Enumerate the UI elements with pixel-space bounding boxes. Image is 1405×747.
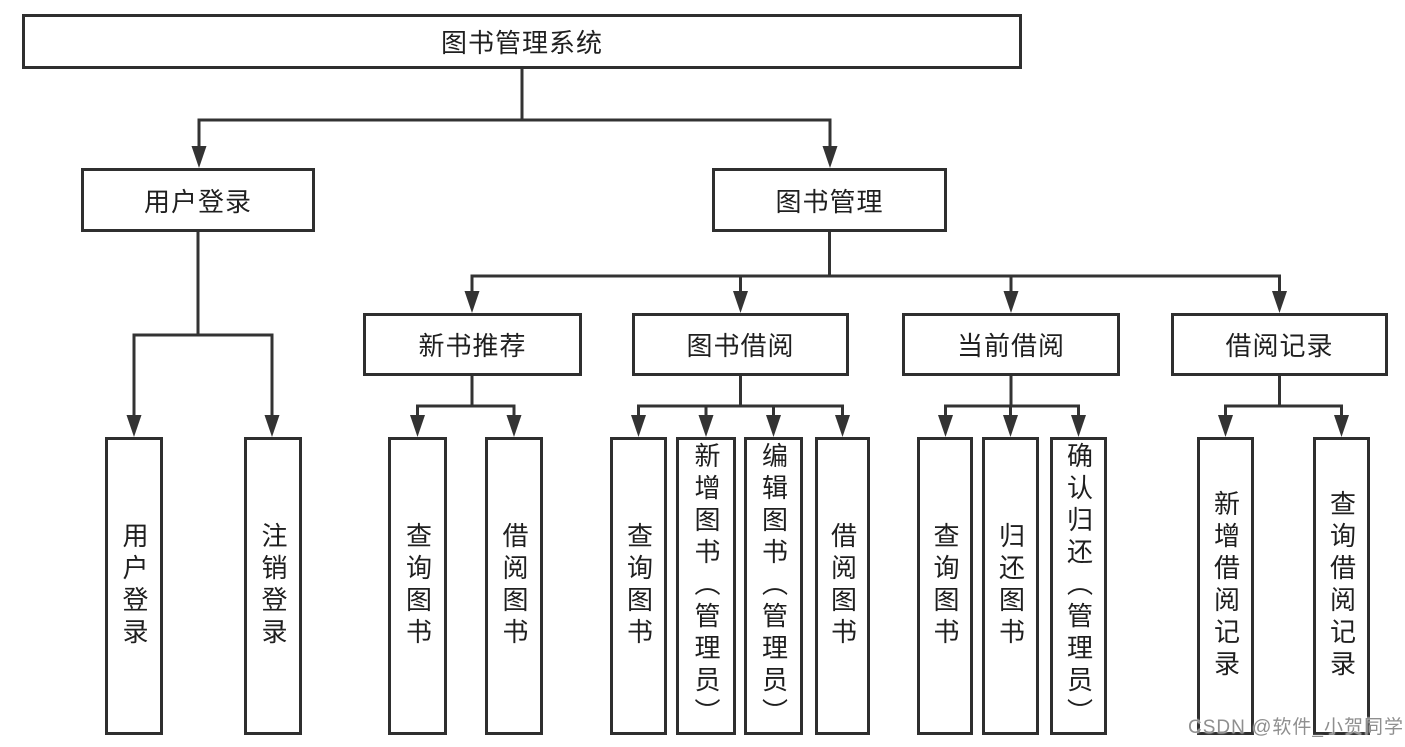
node-label: 确认归还（管理员） [1063,442,1094,730]
node-book-management: 图书管理 [712,168,947,232]
leaf-recommend-query-books: 查询图书 [388,437,447,735]
node-label: 新书推荐 [418,331,527,361]
leaf-current-return-books: 归还图书 [982,437,1039,735]
leaf-recommend-borrow-books: 借阅图书 [485,437,543,735]
node-label: 注销登录 [258,522,288,650]
node-label: 借阅图书 [827,522,858,650]
node-user-login: 用户登录 [81,168,315,232]
leaf-borrow-borrow-books: 借阅图书 [815,437,870,735]
node-current-borrow: 当前借阅 [902,313,1120,376]
node-label: 用户登录 [119,522,149,650]
leaf-current-confirm-return-admin: 确认归还（管理员） [1050,437,1107,735]
node-new-book-recommend: 新书推荐 [363,313,582,376]
node-label: 编辑图书（管理员） [758,442,789,730]
leaf-borrow-edit-books-admin: 编辑图书（管理员） [744,437,803,735]
leaf-records-query-record: 查询借阅记录 [1313,437,1370,735]
node-label: 借阅记录 [1225,331,1334,361]
node-label: 借阅图书 [499,522,529,650]
node-label: 归还图书 [995,522,1026,650]
node-book-borrow: 图书借阅 [632,313,849,376]
leaf-borrow-query-books: 查询图书 [610,437,667,735]
node-label: 新增图书（管理员） [691,442,721,730]
csdn-watermark: CSDN @软件_小贺同学 [1188,717,1404,738]
node-label: 图书管理 [775,186,884,217]
node-label: 查询图书 [930,522,960,650]
leaf-logout: 注销登录 [244,437,302,735]
node-label: 查询图书 [623,522,654,650]
node-label: 当前借阅 [956,331,1065,361]
node-borrow-records: 借阅记录 [1171,313,1388,376]
leaf-user-login: 用户登录 [105,437,163,735]
node-label: 新增借阅记录 [1210,490,1241,682]
leaf-borrow-add-books-admin: 新增图书（管理员） [676,437,736,735]
node-root-system: 图书管理系统 [22,14,1022,69]
node-label: 图书借阅 [686,331,795,361]
leaf-records-add-record: 新增借阅记录 [1197,437,1254,735]
node-label: 图书管理系统 [440,28,603,58]
node-label: 查询图书 [402,522,433,650]
node-label: 用户登录 [143,186,252,217]
node-label: 查询借阅记录 [1326,490,1357,682]
leaf-current-query-books: 查询图书 [917,437,973,735]
